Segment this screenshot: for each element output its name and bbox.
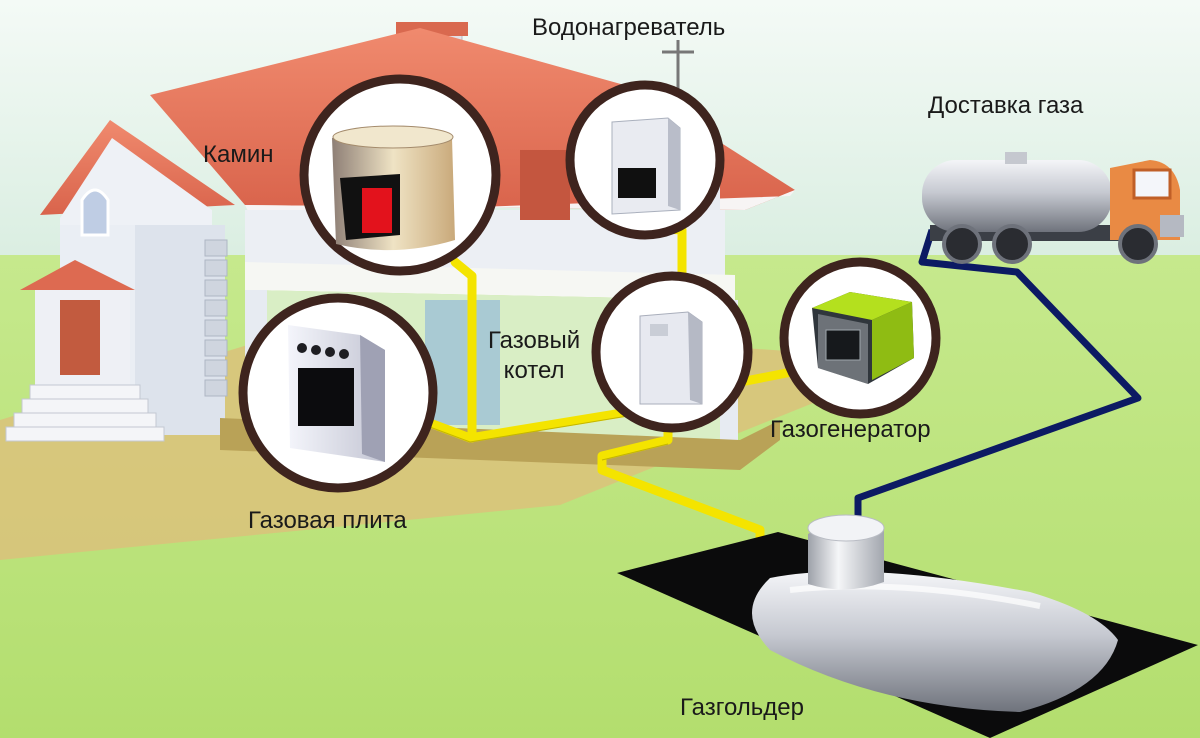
gas-generator-icon	[812, 292, 914, 384]
pipe-fireplace	[450, 257, 477, 443]
label-gas-boiler: Газовый котел	[488, 327, 581, 384]
porch-roof	[20, 260, 135, 290]
label-water-heater: Водонагреватель	[532, 14, 726, 41]
porch-steps	[5, 384, 165, 442]
front-door	[60, 300, 100, 375]
water-heater-callout	[565, 80, 725, 240]
gable-window	[80, 188, 110, 237]
gas-boiler-icon	[639, 311, 703, 405]
label-gas-delivery: Доставка газа	[928, 92, 1084, 119]
gas-stove-callout	[238, 293, 438, 493]
truck-wheels	[942, 224, 1158, 264]
label-fireplace: Камин	[203, 141, 274, 168]
label-gas-holder: Газгольдер	[680, 694, 804, 721]
gas-boiler-callout	[591, 271, 753, 433]
label-gas-generator: Газогенератор	[770, 416, 931, 443]
floor-slab	[245, 262, 735, 300]
fireplace-icon	[332, 125, 455, 251]
delivery-pipe	[854, 228, 1142, 518]
gas-generator-callout	[779, 257, 941, 419]
gas-holder-tank	[752, 514, 1118, 712]
truck-tank	[922, 160, 1112, 232]
fireplace-callout	[299, 74, 501, 276]
water-heater-icon	[611, 117, 681, 215]
gas-truck	[922, 152, 1184, 264]
label-gas-stove: Газовая плита	[248, 507, 407, 534]
gas-stove-icon	[288, 325, 385, 462]
